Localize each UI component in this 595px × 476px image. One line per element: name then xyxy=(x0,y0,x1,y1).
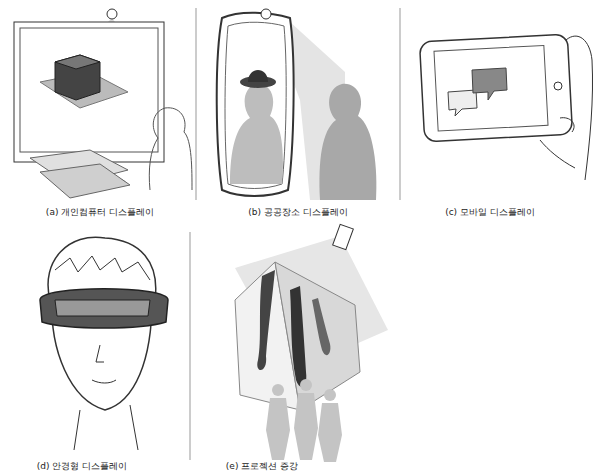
mirror-illustration xyxy=(217,9,377,200)
user-silhouette xyxy=(149,108,192,190)
virtual-hat-crown xyxy=(248,70,268,82)
face-outline xyxy=(52,300,152,410)
hmd-goggles xyxy=(40,289,168,328)
mouth xyxy=(92,380,116,383)
thumb-outline xyxy=(560,118,574,132)
figure-caption: (a) 개인컴퓨터 디스플레이 xyxy=(46,206,154,219)
projected-drip xyxy=(312,298,330,355)
mobile-illustration xyxy=(419,34,592,180)
marker-paper xyxy=(40,164,130,198)
projection-illustration xyxy=(235,224,388,462)
mirror-glass xyxy=(225,22,286,188)
projected-drip xyxy=(257,270,275,370)
mirror-frame xyxy=(217,13,294,196)
hmd-illustration xyxy=(40,237,168,450)
phone-body xyxy=(419,34,572,142)
phone-screen xyxy=(434,45,548,131)
projector xyxy=(333,224,354,249)
figure-caption: (e) 프로젝션 증강 xyxy=(226,460,298,473)
projected-drip xyxy=(290,286,306,387)
camera xyxy=(261,9,271,19)
speech-bubble xyxy=(448,90,477,116)
hand-outline xyxy=(540,36,593,180)
monitor-frame xyxy=(14,22,164,162)
virtual-cube xyxy=(55,55,100,100)
neck-outline xyxy=(74,405,138,450)
panel-divider xyxy=(196,8,197,200)
cube-top xyxy=(55,55,100,69)
user-silhouette xyxy=(320,84,377,200)
hmd-lens xyxy=(55,300,150,316)
audience-silhouettes xyxy=(266,379,342,462)
prism-right-face xyxy=(275,262,360,410)
figure-caption: (d) 안경형 디스플레이 xyxy=(37,460,127,473)
figure-caption: (c) 모바일 디스플레이 xyxy=(445,206,535,219)
panel-divider xyxy=(190,232,191,460)
webcam xyxy=(107,9,117,19)
speech-bubble xyxy=(472,68,507,100)
panel-divider xyxy=(400,8,401,200)
figure-caption: (b) 공공장소 디스플레이 xyxy=(248,206,347,219)
monitor-screen xyxy=(20,28,158,152)
nose xyxy=(96,345,104,362)
reflection-silhouette xyxy=(230,84,283,184)
pc-illustration xyxy=(14,9,192,198)
hair-bangs xyxy=(55,256,150,280)
home-button xyxy=(554,82,562,90)
